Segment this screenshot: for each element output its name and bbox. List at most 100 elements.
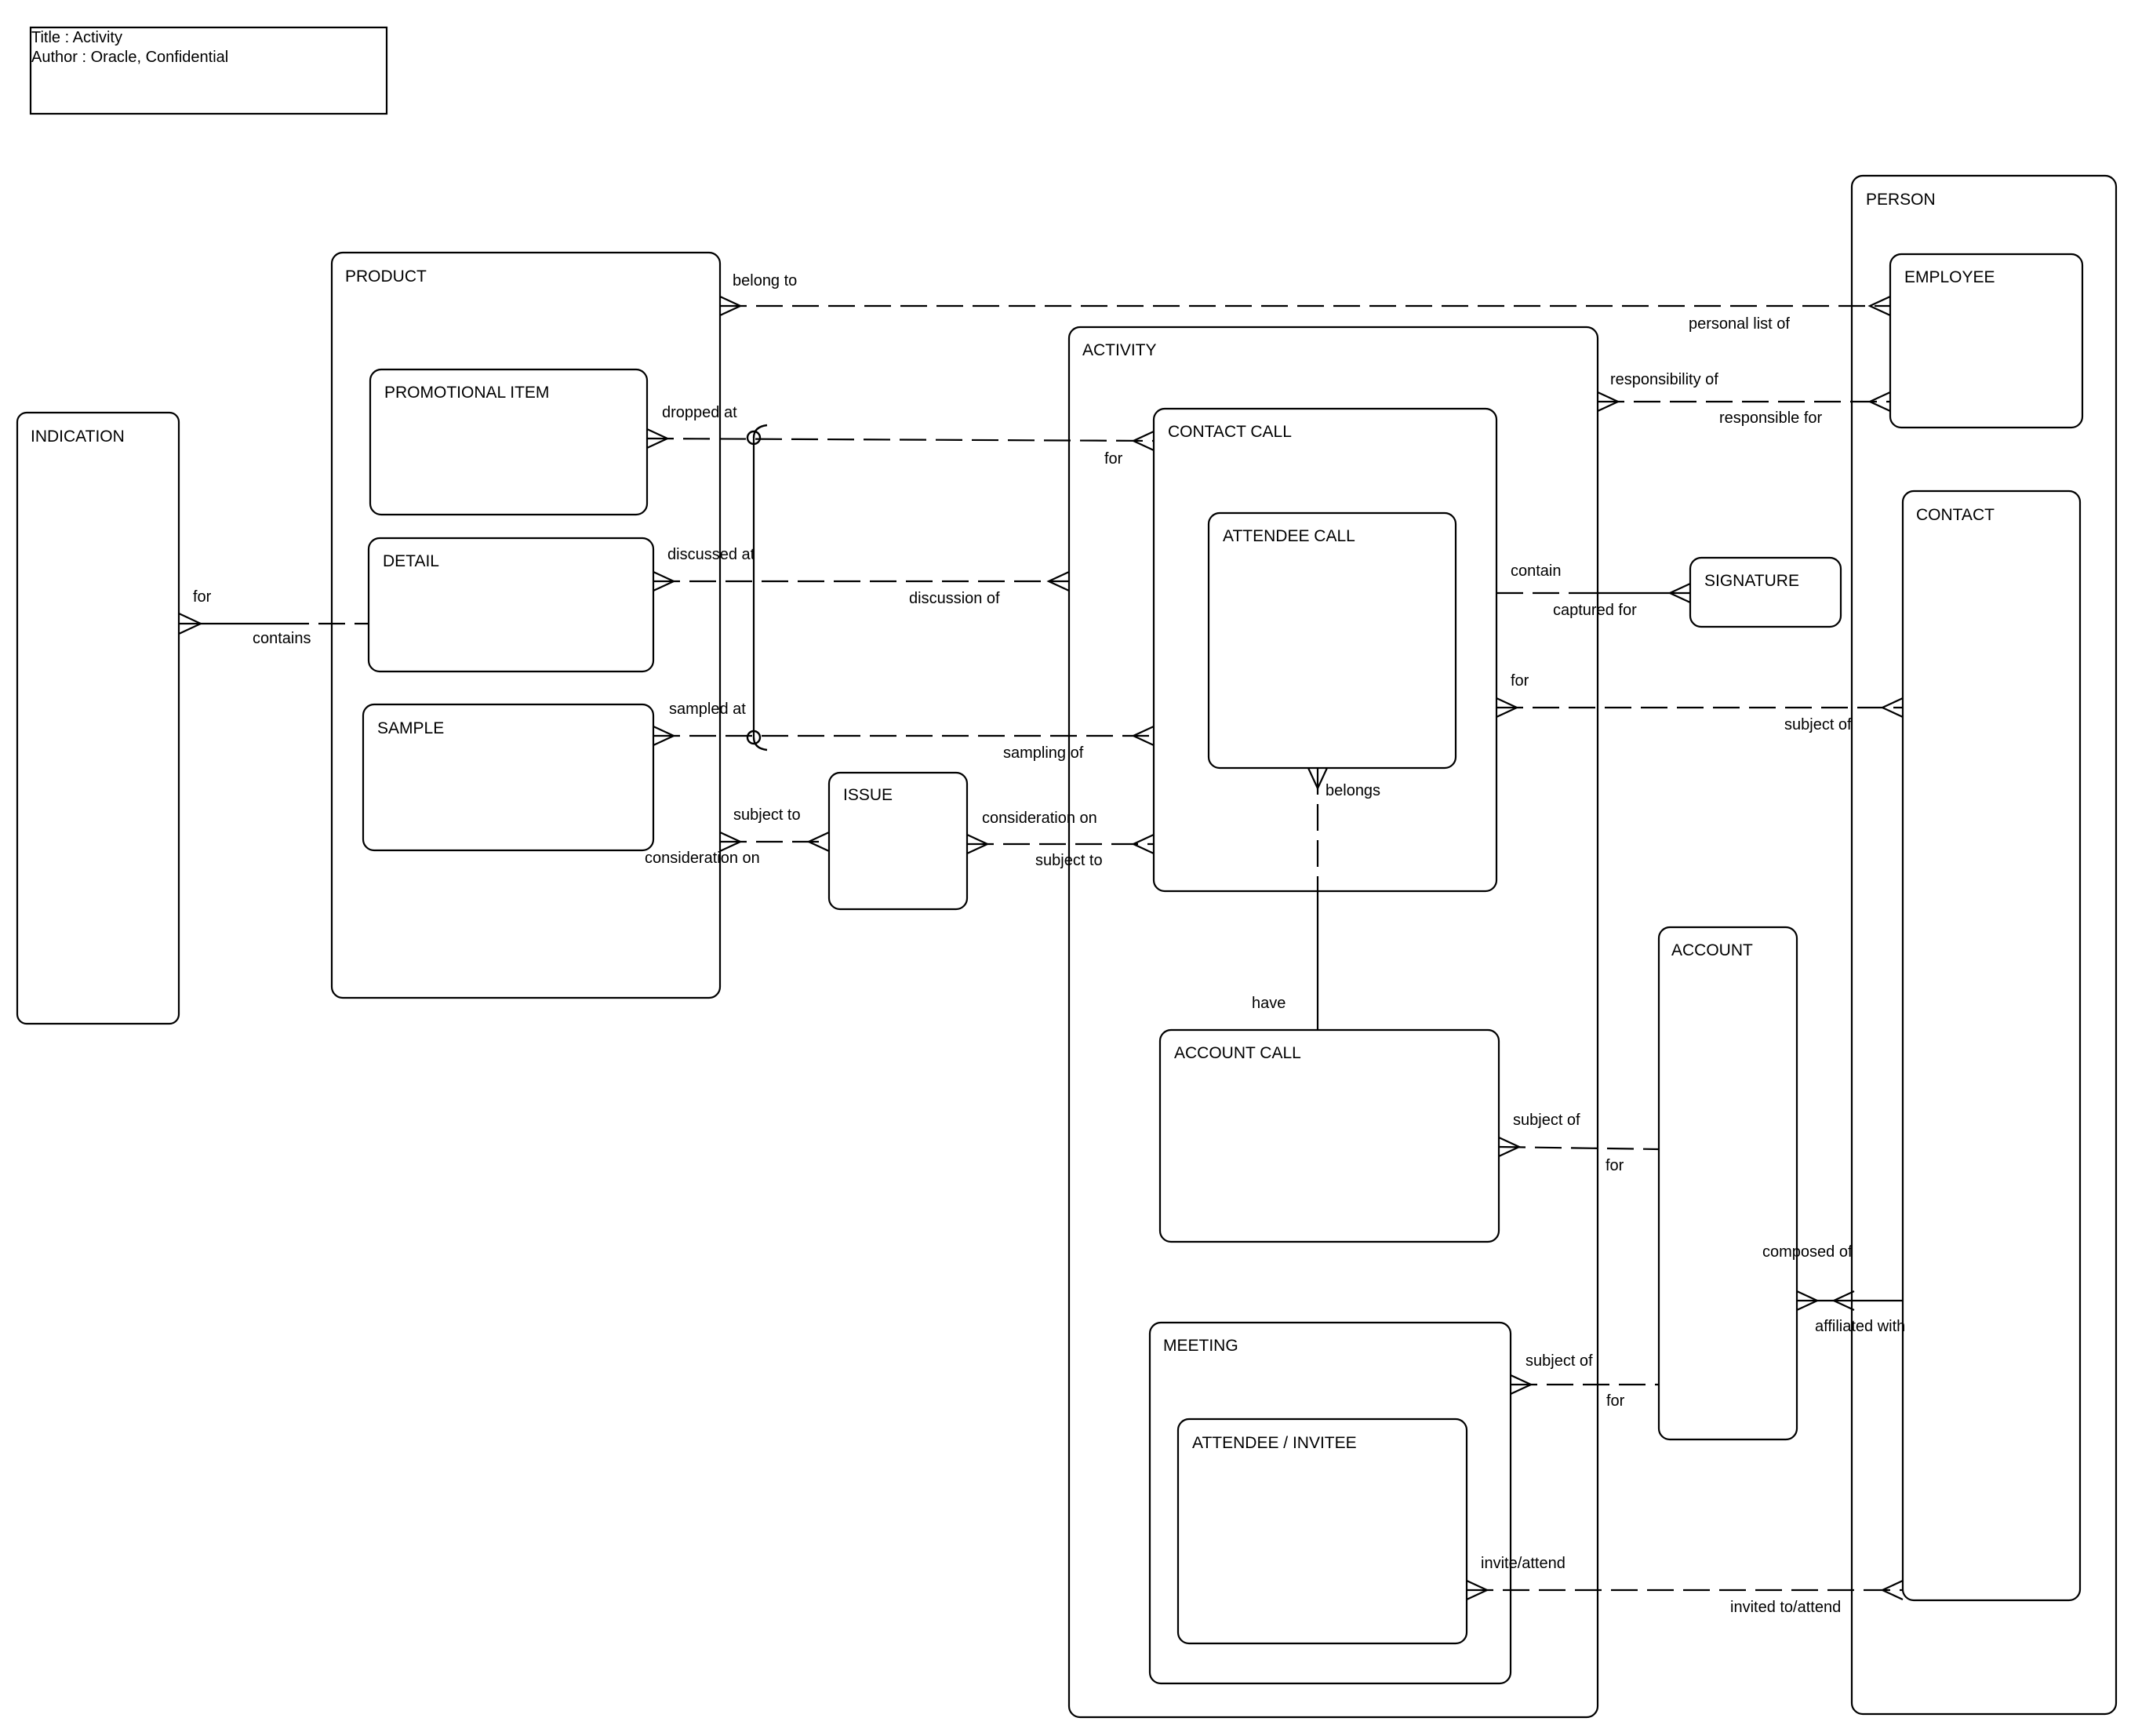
rel-label-captured-for: captured for xyxy=(1553,602,1637,619)
entity-attendee-invitee[interactable]: ATTENDEE / INVITEE xyxy=(1176,1418,1468,1645)
rel-label-for-meeting: for xyxy=(1606,1392,1625,1410)
entity-promotional-item-box[interactable] xyxy=(369,368,649,516)
rel-detail-activity[interactable]: discussed at discussion of xyxy=(653,546,1070,607)
rel-label-contain: contain xyxy=(1511,562,1562,580)
rel-product-issue[interactable]: subject to consideration on xyxy=(645,806,830,867)
rel-product-employee[interactable]: belong to personal list of xyxy=(719,272,1891,333)
crow-foot-sample xyxy=(653,726,676,746)
entity-account-label: ACCOUNT xyxy=(1671,941,1753,959)
entity-employee-label: EMPLOYEE xyxy=(1904,268,1995,286)
rel-account-contact[interactable]: composed of affiliated with xyxy=(1762,1243,1905,1335)
entity-contact-box[interactable] xyxy=(1901,490,2082,1602)
entity-contact-call-label: CONTACT CALL xyxy=(1168,423,1292,441)
rel-label-sampled-at: sampled at xyxy=(669,701,746,718)
crow-foot-detail xyxy=(653,571,676,591)
rel-attendee-contact[interactable]: invite/attend invited to/attend xyxy=(1466,1555,1904,1616)
crow-foot-attendee-invitee xyxy=(1466,1580,1489,1600)
crow-foot-activity-resp xyxy=(1597,391,1620,412)
rel-contactcall-contact[interactable]: for subject of xyxy=(1496,672,1904,733)
rel-label-discussion-of: discussion of xyxy=(909,590,1000,607)
rel-activity-employee[interactable]: responsibility of responsible for xyxy=(1597,371,1891,427)
entity-detail-label: DETAIL xyxy=(383,552,439,570)
rel-sample-contactcall[interactable]: sampled at sampling of xyxy=(653,701,1155,762)
diagram-author: Author : Oracle, Confidential xyxy=(31,49,228,66)
entity-attendee-invitee-label: ATTENDEE / INVITEE xyxy=(1192,1434,1357,1452)
entity-account[interactable]: ACCOUNT xyxy=(1657,926,1798,1441)
crow-foot-employee xyxy=(1867,296,1891,316)
entity-product-box[interactable] xyxy=(330,251,722,999)
crow-foot-meeting xyxy=(1510,1374,1533,1395)
rel-contactcall-signature[interactable]: contain captured for xyxy=(1496,562,1691,619)
entity-contact-label: CONTACT xyxy=(1916,506,1995,524)
entity-issue[interactable]: ISSUE xyxy=(827,771,969,911)
rel-label-consideration-on-left: consideration on xyxy=(645,850,760,867)
rel-label-dropped-at: dropped at xyxy=(662,404,737,421)
entity-employee-box[interactable] xyxy=(1889,253,2084,429)
entity-contact-call[interactable]: CONTACT CALL xyxy=(1152,407,1498,893)
rel-label-invited-to-attend: invited to/attend xyxy=(1730,1599,1841,1616)
rel-label-invite-attend: invite/attend xyxy=(1481,1555,1566,1572)
crow-foot-contactcall-issue xyxy=(1131,834,1155,854)
rel-label-discussed-at: discussed at xyxy=(667,546,755,563)
rel-label-responsible-for: responsible for xyxy=(1719,409,1823,427)
entity-attendee-call-label: ATTENDEE CALL xyxy=(1223,527,1355,545)
rel-accountcall-account[interactable]: subject of for xyxy=(1498,1112,1660,1174)
entity-account-box[interactable] xyxy=(1657,926,1798,1441)
rel-label-responsibility-of: responsibility of xyxy=(1610,371,1718,388)
crow-foot-product xyxy=(719,296,743,316)
entity-activity[interactable]: ACTIVITY xyxy=(1067,326,1599,1719)
entity-indication[interactable]: INDICATION xyxy=(16,411,180,1025)
entity-contact[interactable]: CONTACT xyxy=(1901,490,2082,1602)
crow-foot-employee-resp xyxy=(1867,391,1891,412)
rel-meeting-account[interactable]: subject of for xyxy=(1510,1352,1659,1410)
rel-attendeecall-accountcall[interactable]: belongs have xyxy=(1252,767,1380,1030)
entity-person-box[interactable] xyxy=(1850,174,2118,1716)
entity-person-label: PERSON xyxy=(1866,191,1936,209)
entity-attendee-call-box[interactable] xyxy=(1207,511,1457,770)
title-block: Title : Activity Author : Oracle, Confid… xyxy=(29,26,388,115)
arc-hook-bottom xyxy=(752,737,768,752)
entity-employee[interactable]: EMPLOYEE xyxy=(1889,253,2084,429)
crow-foot-account xyxy=(1796,1290,1820,1311)
exclusive-arc xyxy=(746,424,768,752)
entity-product[interactable]: PRODUCT xyxy=(330,251,722,999)
entity-detail-box[interactable] xyxy=(367,537,655,673)
entity-attendee-invitee-box[interactable] xyxy=(1176,1418,1468,1645)
crow-foot-attendee-call xyxy=(1307,767,1328,791)
rel-label-affiliated-with: affiliated with xyxy=(1815,1318,1905,1335)
rel-label-indication-for: for xyxy=(193,588,212,606)
entity-promotional-item[interactable]: PROMOTIONAL ITEM xyxy=(369,368,649,516)
entity-meeting[interactable]: MEETING xyxy=(1148,1321,1512,1685)
crow-foot-indication xyxy=(178,613,203,635)
entity-account-call-label: ACCOUNT CALL xyxy=(1174,1044,1301,1062)
rel-label-subject-of-meeting: subject of xyxy=(1526,1352,1593,1370)
entity-person[interactable]: PERSON xyxy=(1850,174,2118,1716)
crow-foot-contactcall-contact xyxy=(1496,697,1519,718)
crow-foot-promo xyxy=(646,428,670,449)
crow-foot-contact-invitee xyxy=(1880,1580,1904,1600)
diagram-title: Title : Activity xyxy=(31,29,122,46)
entity-sample[interactable]: SAMPLE xyxy=(362,703,655,852)
rel-indication-detail[interactable]: for contains xyxy=(178,588,369,647)
entity-account-call-box[interactable] xyxy=(1158,1028,1500,1243)
rel-promo-contactcall[interactable]: dropped at for xyxy=(646,404,1155,468)
entity-account-call[interactable]: ACCOUNT CALL xyxy=(1158,1028,1500,1243)
rel-label-for-contact: for xyxy=(1511,672,1529,690)
entity-activity-box[interactable] xyxy=(1067,326,1599,1719)
crow-foot-contactcall-sample xyxy=(1131,726,1155,746)
crow-foot-issue-right xyxy=(966,834,990,854)
entity-signature-box[interactable] xyxy=(1689,556,1842,628)
crow-foot-accountcall xyxy=(1498,1137,1522,1157)
entity-promotional-item-label: PROMOTIONAL ITEM xyxy=(384,384,549,402)
entity-indication-box[interactable] xyxy=(16,411,180,1025)
entity-sample-box[interactable] xyxy=(362,703,655,852)
entity-meeting-box[interactable] xyxy=(1148,1321,1512,1685)
entity-meeting-label: MEETING xyxy=(1163,1337,1238,1355)
entity-issue-label: ISSUE xyxy=(843,786,893,804)
entity-signature[interactable]: SIGNATURE xyxy=(1689,556,1842,628)
crow-foot-signature xyxy=(1667,583,1691,603)
entity-contact-call-box[interactable] xyxy=(1152,407,1498,893)
entity-attendee-call[interactable]: ATTENDEE CALL xyxy=(1207,511,1457,770)
entity-detail[interactable]: DETAIL xyxy=(367,537,655,673)
rel-issue-contactcall[interactable]: consideration on subject to xyxy=(966,810,1155,869)
